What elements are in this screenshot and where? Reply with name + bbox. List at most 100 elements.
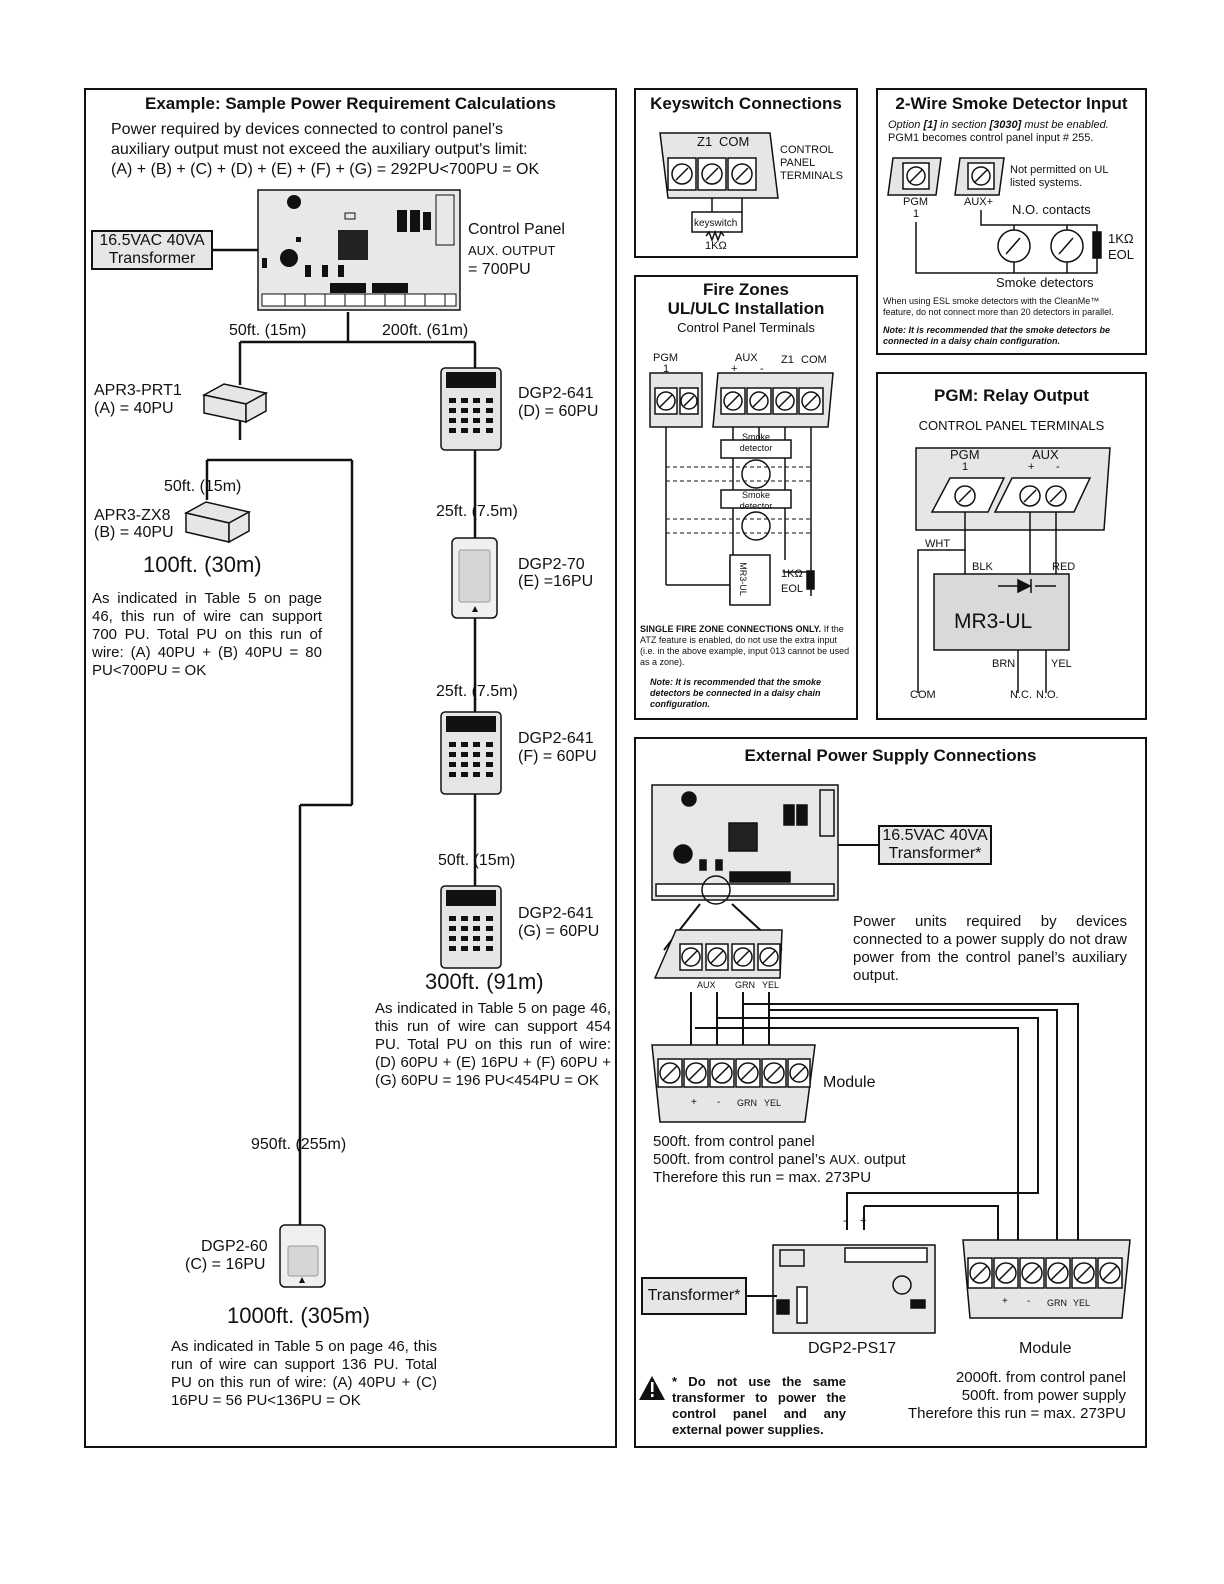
sample-transformer-box: 16.5VAC 40VA Transformer xyxy=(91,230,213,270)
ks-cpt-2: PANEL xyxy=(780,157,816,169)
dgp2-70-detector xyxy=(451,537,498,619)
fire-one: 1 xyxy=(663,363,670,375)
pgm-relay-blk: BLK xyxy=(972,561,993,573)
external-transformer-l2: Transformer* xyxy=(888,845,982,862)
pgm-relay-red: RED xyxy=(1052,561,1076,573)
smoke-pgm: PGM xyxy=(903,196,929,208)
ext-run1-l2: 500ft. from control panel’s AUX. output xyxy=(653,1151,906,1168)
smoke-title: 2-Wire Smoke Detector Input xyxy=(895,94,1128,113)
prt1-pu: (A) = 40PU xyxy=(94,400,174,417)
ext-run2-l2: 500ft. from power supply xyxy=(961,1387,1126,1404)
pgm-relay-plus: + xyxy=(1028,461,1035,473)
smoke-note-2: connected in a daisy chain configuration… xyxy=(883,336,1061,346)
ext-m1-yel: YEL xyxy=(764,1098,782,1108)
run50-label: 50ft. (15m) xyxy=(438,852,516,869)
run950-label: 950ft. (255m) xyxy=(251,1136,347,1153)
pgm-relay-one: 1 xyxy=(962,461,969,473)
note100: As indicated in Table 5 on page 46, this… xyxy=(92,590,322,679)
zx8-run-label: 50ft. (15m) xyxy=(164,478,242,495)
pgm-relay-no: N.O. xyxy=(1036,689,1059,701)
pgm-relay-title: PGM: Relay Output xyxy=(934,386,1089,405)
cp-aux: AUX. OUTPUT xyxy=(468,243,556,258)
zx8-name: APR3-ZX8 xyxy=(94,507,171,524)
g-name: DGP2-641 xyxy=(518,905,594,922)
fire-res-2: EOL xyxy=(781,583,804,595)
smoke-detectors-label: Smoke detectors xyxy=(996,275,1094,290)
ext-transformer2-box: Transformer* xyxy=(641,1277,747,1315)
apr3-prt1-device xyxy=(201,383,269,424)
fire-single-rest: If the ATZ feature is enabled, do not us… xyxy=(640,624,850,667)
fire-single: SINGLE FIRE ZONE CONNECTIONS ONLY. If th… xyxy=(640,624,852,668)
smoke-aux: AUX+ xyxy=(964,196,994,208)
smoke-eol-1: 1KΩ xyxy=(1108,231,1134,246)
ext-m2-yel: YEL xyxy=(1073,1298,1091,1308)
smoke-one: 1 xyxy=(913,208,920,220)
sample-intro-1: Power required by devices connected to c… xyxy=(111,121,503,138)
dgp2-60-detector xyxy=(279,1224,326,1288)
c-name: DGP2-60 xyxy=(201,1238,268,1255)
run-left-label: 50ft. (15m) xyxy=(229,322,307,339)
zx8-pu: (B) = 40PU xyxy=(94,524,174,541)
smoke-option-line2: PGM1 becomes control panel input # 255. xyxy=(888,132,1094,144)
ext-m2-minus: - xyxy=(1027,1296,1031,1307)
external-transformer-l1: 16.5VAC 40VA xyxy=(882,827,988,844)
smoke-notperm-1: Not permitted on UL xyxy=(1010,164,1109,176)
pgm-relay-panel xyxy=(876,372,1147,720)
smoke-opt-pre: Option xyxy=(888,119,924,131)
ks-com: COM xyxy=(719,134,750,149)
keypad-d xyxy=(440,367,502,451)
pgm-relay-yel: YEL xyxy=(1051,658,1072,670)
smoke-opt-num: [1] xyxy=(923,119,937,131)
d-pu: (D) = 60PU xyxy=(518,403,599,420)
ext-m2-plus: + xyxy=(1002,1296,1008,1307)
run100-label: 100ft. (30m) xyxy=(143,552,262,577)
run25a-label: 25ft. (7.5m) xyxy=(436,503,518,520)
cp-pu: = 700PU xyxy=(468,261,531,278)
ext-m1-plus: + xyxy=(691,1097,697,1108)
ext-run1-l3: Therefore this run = max. 273PU xyxy=(653,1169,872,1186)
smoke-esl-2: feature, do not connect more than 20 det… xyxy=(883,307,1114,317)
smoke-note-1: Note: It is recommended that the smoke d… xyxy=(883,325,1111,335)
ext-module-label: Module xyxy=(823,1074,876,1091)
apr3-zx8-device xyxy=(183,501,252,544)
c-pu: (C) = 16PU xyxy=(185,1256,266,1273)
sample-power-panel xyxy=(84,88,617,1448)
pgm-relay-com: COM xyxy=(910,689,936,701)
ext-warning: * Do not use the same transformer to pow… xyxy=(672,1374,846,1437)
ext-run1-l2c: output xyxy=(859,1151,906,1168)
ext-run1-l2a: 500ft. from control panel’s xyxy=(653,1151,830,1168)
smoke-opt-sec: [3030] xyxy=(989,119,1022,131)
ks-cpt-1: CONTROL xyxy=(780,144,834,156)
keyswitch-title: Keyswitch Connections xyxy=(650,94,842,113)
sample-title: Example: Sample Power Requirement Calcul… xyxy=(145,94,556,113)
fire-pgm: PGM xyxy=(653,352,679,364)
smoke-notperm-2: listed systems. xyxy=(1010,177,1083,189)
prt1-name: APR3-PRT1 xyxy=(94,382,182,399)
d-name: DGP2-641 xyxy=(518,385,594,402)
ext-run2-l3: Therefore this run = max. 273PU xyxy=(907,1405,1126,1422)
fire-res-1: 1KΩ xyxy=(781,568,803,580)
sample-transformer-l2: Transformer xyxy=(108,250,196,267)
sample-transformer-l1: 16.5VAC 40VA xyxy=(99,232,205,249)
ks-z1: Z1 xyxy=(697,134,713,149)
ext-run2: 2000ft. from control panel 500ft. from p… xyxy=(886,1369,1126,1423)
fire-note: Note: It is recommended that the smoke d… xyxy=(650,677,822,709)
fire-plus: + xyxy=(731,363,738,375)
note1000: As indicated in Table 5 on page 46, this… xyxy=(171,1338,437,1409)
smoke-opt-post: must be enabled. xyxy=(1021,119,1109,131)
pgm-relay-mr3: MR3-UL xyxy=(954,610,1033,633)
fire-title-2: UL/ULC Installation xyxy=(667,299,825,318)
ks-keyswitch: keyswitch xyxy=(694,218,738,229)
pgm-relay-pgm: PGM xyxy=(950,447,980,462)
run300-label: 300ft. (91m) xyxy=(425,969,544,994)
ext-ps17-label: DGP2-PS17 xyxy=(808,1340,897,1357)
ext-ps-plus: + xyxy=(860,1215,867,1227)
ks-resistor: 1KΩ xyxy=(705,240,727,252)
keypad-g xyxy=(440,885,502,969)
external-pu-note: Power units required by devices connecte… xyxy=(853,913,1127,984)
fire-z1: Z1 xyxy=(781,354,794,366)
